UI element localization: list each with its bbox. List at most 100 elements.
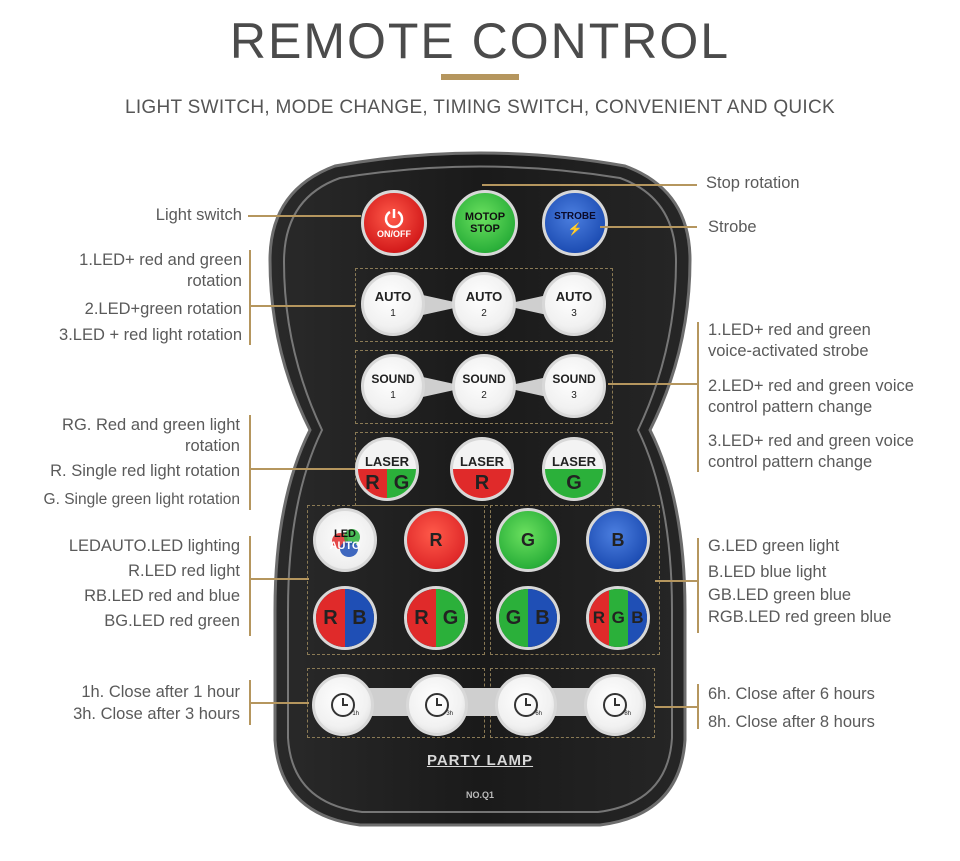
led-r-label: R (429, 529, 443, 550)
clock-icon (514, 693, 538, 717)
label-timer-8h: 8h. Close after 8 hours (708, 713, 875, 731)
label-timer-3h: 3h. Close after 3 hours (73, 705, 240, 723)
auto-2-button[interactable]: AUTO 2 (452, 272, 516, 336)
auto-1-button[interactable]: AUTO 1 (361, 272, 425, 336)
power-icon (384, 209, 404, 229)
label-auto-2: 2.LED+green rotation (84, 300, 242, 318)
timer-8h-label: 8h (624, 711, 631, 717)
laser-r-label: LASER (459, 454, 505, 469)
laser-rg-label: LASER (364, 454, 410, 469)
led-rgb-button[interactable]: R G B (586, 586, 650, 650)
timer-left-line (249, 702, 309, 704)
auto-3-label: AUTO (555, 289, 593, 304)
timer-1h-button[interactable]: 1h (312, 674, 374, 736)
led-left-line (249, 578, 309, 580)
timer-8h-button[interactable]: 8h (584, 674, 646, 736)
label-laser-g: G. Single green light rotation (43, 491, 240, 508)
led-auto-line1: LED (334, 528, 356, 540)
sound-3-button[interactable]: SOUND 3 (542, 354, 606, 418)
laser-line (249, 468, 355, 470)
auto-panel (355, 268, 613, 342)
sound-bracket (697, 322, 699, 472)
timer-6h-label: 6h (535, 711, 542, 717)
label-led-rgb: RGB.LED red green blue (708, 608, 892, 626)
label-led-gb: GB.LED green blue (708, 586, 852, 604)
led-left-bracket (249, 536, 251, 636)
timer-6h-button[interactable]: 6h (495, 674, 557, 736)
timer-3h-label: 3h (446, 711, 453, 717)
auto-line (249, 305, 355, 307)
led-gb-button[interactable]: G B (496, 586, 560, 650)
timer-3h-button[interactable]: 3h (406, 674, 468, 736)
led-gb-b: B (528, 589, 557, 647)
led-rg-r: R (407, 589, 436, 647)
label-auto-3: 3.LED + red light rotation (59, 326, 242, 344)
led-g-label: G (520, 529, 535, 550)
label-laser-rg: RG. Red and green light rotation (62, 416, 240, 455)
stop-rotation-line (482, 184, 697, 186)
led-right-line (655, 580, 698, 582)
sound-line (608, 383, 698, 385)
sound-2-num: 2 (481, 389, 487, 401)
laser-g-label: LASER (551, 454, 597, 469)
label-laser-r: R. Single red light rotation (50, 462, 240, 480)
power-label: ON/OFF (377, 229, 411, 239)
laser-bracket (249, 415, 251, 510)
sound-3-label: SOUND (552, 371, 596, 386)
sound-1-num: 1 (390, 389, 396, 401)
sound-1-button[interactable]: SOUND 1 (361, 354, 425, 418)
laser-g-button[interactable]: LASER G (542, 437, 606, 501)
motor-stop-button[interactable]: MOTOP STOP (452, 190, 518, 256)
led-rgb-g: G (608, 589, 628, 647)
brand-label: PARTY LAMP (426, 752, 534, 769)
power-button[interactable]: ON/OFF (361, 190, 427, 256)
model-label: NO.Q1 (465, 790, 494, 800)
page-title: REMOTE CONTROL (229, 13, 731, 69)
strobe-button[interactable]: STROBE ⚡ (542, 190, 608, 256)
label-light-switch: Light switch (155, 206, 242, 224)
light-switch-line (248, 215, 361, 217)
led-r-button[interactable]: R (404, 508, 468, 572)
lightning-icon: ⚡ (567, 221, 583, 236)
clock-icon (603, 693, 627, 717)
auto-bracket (249, 250, 251, 345)
led-g-button[interactable]: G (496, 508, 560, 572)
label-led-r: R.LED red light (128, 562, 240, 580)
led-rg-button[interactable]: R G (404, 586, 468, 650)
sound-2-label: SOUND (462, 371, 506, 386)
led-rgb-r: R (589, 589, 609, 647)
led-rb-button[interactable]: R B (313, 586, 377, 650)
led-auto-button[interactable]: LED AUTO (313, 508, 377, 572)
label-led-b: B.LED blue light (708, 563, 827, 581)
sound-1-label: SOUND (371, 371, 415, 386)
auto-2-num: 2 (481, 308, 487, 319)
strobe-label: STROBE (554, 210, 596, 222)
led-rb-b: B (345, 589, 374, 647)
led-gb-g: G (499, 589, 528, 647)
laser-rg-button[interactable]: LASER R G (355, 437, 419, 501)
led-auto-blue-dot (340, 541, 358, 557)
auto-3-num: 3 (571, 308, 577, 319)
sound-2-button[interactable]: SOUND 2 (452, 354, 516, 418)
label-stop-rotation: Stop rotation (706, 174, 800, 192)
laser-r-letter: R (453, 469, 511, 498)
sound-3-num: 3 (571, 389, 577, 401)
timer-right-bracket (697, 684, 699, 729)
page-subtitle: LIGHT SWITCH, MODE CHANGE, TIMING SWITCH… (124, 97, 836, 118)
label-sound-1: 1.LED+ red and green voice-activated str… (708, 321, 871, 360)
label-led-bg: BG.LED red green (104, 612, 240, 630)
laser-g-letter: G (545, 469, 603, 498)
clock-icon (425, 693, 449, 717)
motor-label-line2: STOP (470, 223, 500, 235)
led-rgb-b: B (627, 589, 647, 647)
auto-3-button[interactable]: AUTO 3 (542, 272, 606, 336)
label-auto-1: 1.LED+ red and green rotation (79, 251, 242, 290)
laser-rg-g: G (387, 469, 416, 498)
label-led-g: G.LED green light (708, 537, 840, 555)
auto-1-num: 1 (390, 308, 396, 319)
sound-panel (355, 350, 613, 424)
label-timer-1h: 1h. Close after 1 hour (81, 683, 240, 701)
laser-r-button[interactable]: LASER R (450, 437, 514, 501)
led-b-button[interactable]: B (586, 508, 650, 572)
led-right-bracket (697, 538, 699, 633)
